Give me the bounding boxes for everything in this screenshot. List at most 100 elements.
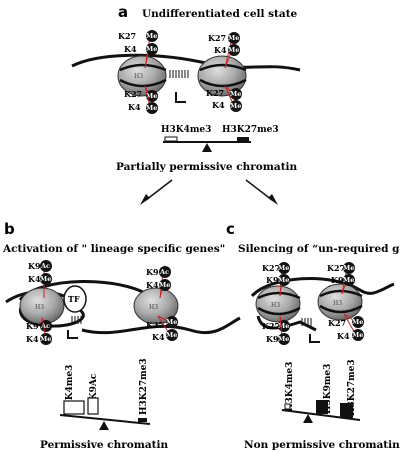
arrow-to-b — [140, 179, 173, 205]
linker-dna — [169, 70, 189, 78]
scale-beam — [59, 414, 151, 425]
svg-text:Me: Me — [146, 104, 157, 112]
panel-c: c Silencing of “un-required genes” H3 H3… — [226, 220, 400, 451]
svg-text:Me: Me — [146, 32, 157, 40]
scale-bar-h3k4me3 — [63, 400, 85, 415]
scale-bar-h3k4me3 — [164, 136, 178, 142]
panel-b: b Activation of " lineage specific genes… — [2, 220, 241, 451]
mark-k4-me: K4 Me — [146, 279, 171, 299]
svg-text:K9: K9 — [266, 275, 279, 285]
svg-text:K4: K4 — [124, 44, 137, 54]
svg-text:Me: Me — [343, 276, 354, 284]
svg-text:Me: Me — [166, 318, 177, 326]
panel-c-letter: c — [226, 220, 235, 238]
svg-text:Me: Me — [230, 90, 241, 98]
svg-text:Me: Me — [146, 45, 157, 53]
mark-k4-me: K4 Me — [26, 317, 52, 345]
nucleosome-left: H3 — [117, 55, 167, 97]
svg-text:Ac: Ac — [40, 322, 50, 330]
mark-k4-me: K4 Me — [152, 315, 178, 342]
svg-text:H3: H3 — [149, 304, 158, 311]
panel-b-title: Activation of " lineage specific genes" — [2, 243, 225, 255]
panel-b-letter: b — [4, 220, 15, 238]
scale-label-h3k27me3: H3K27me3 — [222, 125, 279, 135]
scale-label-h3k4me3: H3K4me3 — [161, 125, 211, 135]
svg-text:K9: K9 — [146, 267, 159, 277]
scale-fulcrum — [99, 421, 109, 430]
svg-text:K27: K27 — [328, 318, 346, 328]
scale-bar-h3k4me3 — [284, 403, 291, 410]
scale-bar-h3k27me3 — [237, 137, 249, 141]
scale-label-h3k4me3: H3K4me3 — [285, 362, 295, 412]
svg-text:K27: K27 — [146, 320, 164, 330]
mark-k4-me: K4 Me — [128, 85, 158, 114]
nucleosome-right: H3 — [317, 283, 363, 321]
svg-text:Me: Me — [352, 331, 363, 339]
scale-bar-h3k27me3 — [340, 403, 353, 418]
nucleosome-left: H3 — [255, 285, 301, 323]
panel-b-caption: Permissive chromatin — [40, 439, 168, 451]
svg-text:Me: Me — [278, 335, 289, 343]
svg-text:Me: Me — [40, 275, 51, 283]
mark-k9-me: K9 Me — [266, 274, 290, 297]
mark-k27-me: K27 Me — [208, 32, 240, 69]
svg-text:H3: H3 — [35, 304, 44, 311]
histone-h3-label: H3 — [134, 73, 143, 80]
svg-text:Me: Me — [166, 331, 177, 339]
mark-k4-me: K4 Me — [337, 313, 364, 341]
panel-a-letter: a — [118, 3, 128, 21]
svg-text:Me: Me — [352, 318, 363, 326]
svg-text:K4: K4 — [128, 102, 141, 112]
dna-strand — [256, 315, 317, 332]
panel-c-caption: Non permissive chromatin — [244, 439, 400, 451]
scale-label-h3k4me3: H3K4me3 — [65, 365, 75, 415]
scale-beam — [281, 409, 361, 421]
dna-strand — [81, 316, 241, 335]
svg-text:K27: K27 — [118, 31, 136, 41]
scale-bar-h3k9me3 — [316, 400, 328, 414]
svg-text:H3: H3 — [333, 300, 342, 307]
svg-text:Me: Me — [278, 322, 289, 330]
svg-text:K4: K4 — [212, 100, 225, 110]
svg-text:Me: Me — [278, 276, 289, 284]
panel-a: a Undifferentiated cell state H3 K27 — [71, 3, 301, 205]
svg-text:K4: K4 — [146, 280, 159, 290]
svg-text:K27: K27 — [208, 33, 226, 43]
mark-k9-me: K9 Me — [266, 315, 290, 345]
svg-text:Me: Me — [146, 92, 157, 100]
mark-k4-me: K4 Me — [214, 44, 240, 69]
svg-text:Ac: Ac — [159, 268, 169, 276]
scale-fulcrum — [303, 414, 313, 423]
svg-text:K9: K9 — [331, 275, 344, 285]
panel-a-caption: Partially permissive chromatin — [116, 161, 298, 173]
svg-text:H3: H3 — [271, 302, 280, 309]
svg-text:K4: K4 — [337, 331, 350, 341]
arrow-to-c — [245, 179, 278, 205]
svg-text:Me: Me — [230, 102, 241, 110]
svg-text:K27: K27 — [262, 263, 280, 273]
dna-strand — [71, 53, 301, 72]
mark-k27-me: K27 Me — [206, 85, 242, 100]
scale-label-h3k9ac: H3K9Ac — [89, 373, 99, 415]
mark-k27-me: K27 Me — [327, 262, 355, 295]
mark-k4-me: K4 Me — [212, 85, 242, 112]
panel-c-title: Silencing of “un-required genes” — [238, 243, 400, 255]
svg-text:Me: Me — [228, 34, 239, 42]
mark-k4-me: K4 Me — [124, 43, 158, 69]
svg-text:Ac: Ac — [40, 262, 50, 270]
svg-text:Me: Me — [40, 335, 51, 343]
svg-text:Me: Me — [278, 264, 289, 272]
svg-text:K27: K27 — [124, 89, 142, 99]
svg-text:Me: Me — [159, 281, 170, 289]
svg-text:Me: Me — [228, 46, 239, 54]
svg-text:K4: K4 — [28, 274, 41, 284]
tss-arrow — [309, 334, 320, 343]
scale-fulcrum — [202, 143, 212, 152]
svg-text:K4: K4 — [152, 332, 165, 342]
scale-bar-h3k9ac — [87, 397, 99, 415]
svg-text:K27: K27 — [262, 321, 280, 331]
nucleosome-left: H3 — [19, 287, 65, 325]
svg-text:K4: K4 — [214, 45, 227, 55]
mark-k27-me: K27 Me — [146, 315, 178, 330]
